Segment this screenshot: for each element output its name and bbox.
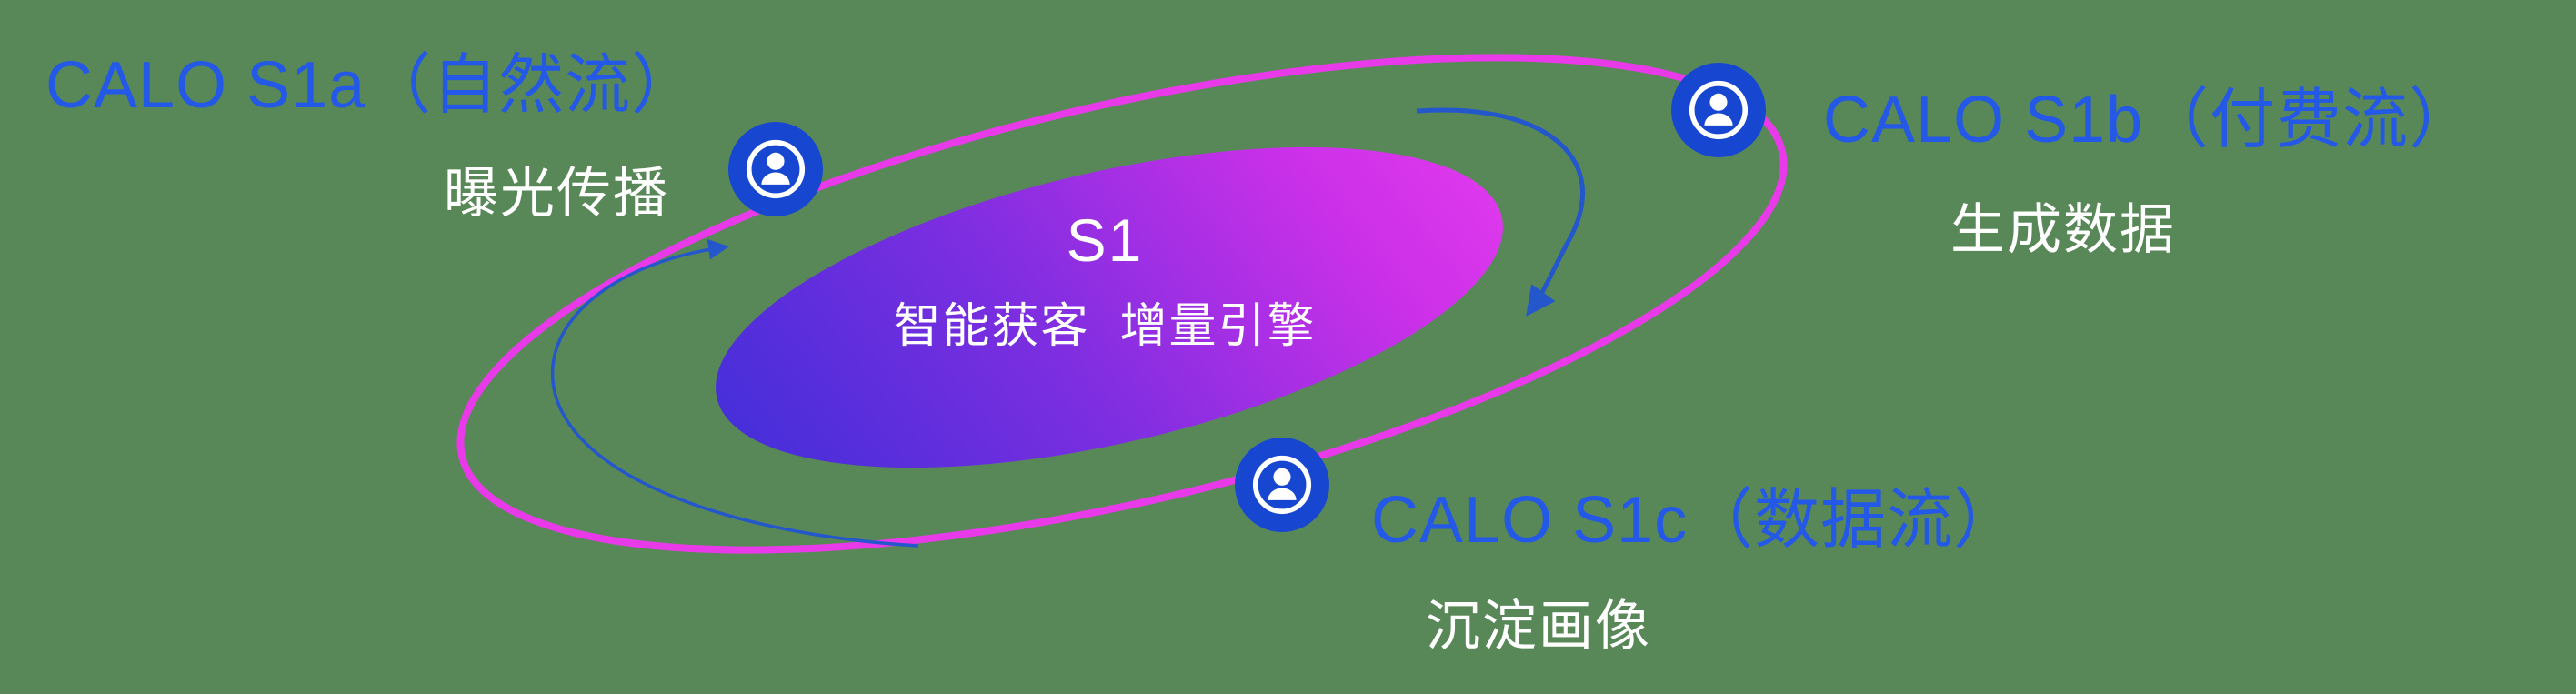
node-s1a xyxy=(728,122,823,216)
person-in-circle-icon xyxy=(728,122,823,216)
center-text-block: S1 智能获客 增量引擎 xyxy=(891,206,1318,356)
label-s1b: CALO S1b（付费流） xyxy=(1823,84,2476,156)
sublabel-s1b: 生成数据 xyxy=(1950,199,2176,260)
label-s1c: CALO S1c（数据流） xyxy=(1371,484,2020,557)
person-in-circle-icon xyxy=(1671,63,1766,157)
node-s1b xyxy=(1671,63,1766,157)
sublabel-s1c: 沉淀画像 xyxy=(1426,596,1651,657)
person-in-circle-icon xyxy=(1235,438,1329,532)
label-s1a: CALO S1a（自然流） xyxy=(45,49,698,122)
center-title: S1 xyxy=(1066,206,1144,274)
orbit-ring xyxy=(456,54,1788,554)
center-subtitle: 智能获客 增量引擎 xyxy=(893,300,1317,353)
node-s1c xyxy=(1235,438,1329,532)
flow-arrow-top-right xyxy=(1416,107,1585,317)
sublabel-s1a: 曝光传播 xyxy=(444,163,669,224)
flow-arrow-left xyxy=(551,238,919,548)
